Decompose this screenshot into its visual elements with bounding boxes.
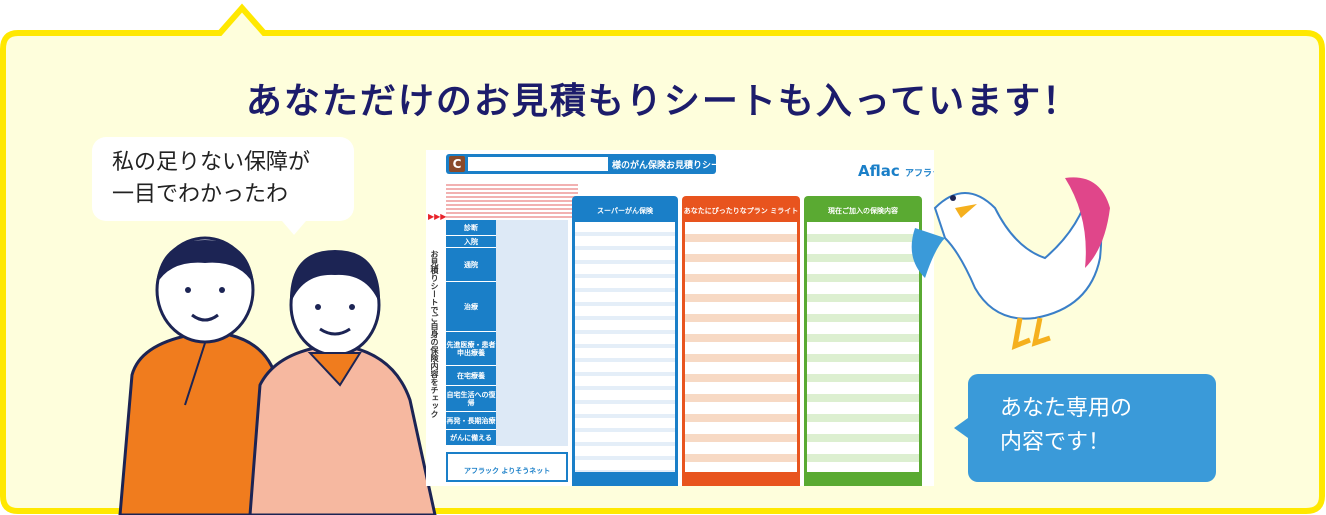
bubble-text: 一目でわかったわ [112,182,289,207]
row-label: 在宅療養 [446,366,496,386]
column-miraito: あなたにぴったりなプラン ミライト [682,196,800,486]
row-label: 先進医療・患者申出療養 [446,332,496,366]
quote-sheet-image: C 様のがん保険お見積りシート Aflac アフラック ▶▶▶ お見積りシートで… [426,150,934,486]
bubble-text: 内容です！ [1000,430,1111,455]
footer-brand: アフラック よりそうネット [446,452,568,482]
couple-illustration [118,236,437,515]
sheet-logo: C [449,156,465,172]
notice-text [446,182,578,220]
speech-bubble-woman: 私の足りない保障が 一目でわかったわ [92,137,354,235]
row-label: 自宅生活への復帰 [446,386,496,412]
column-current: 現在ご加入の保険内容 [804,196,922,486]
row-label: 通院 [446,248,496,282]
row-label: がんに備える [446,430,496,446]
aflac-logo: Aflac アフラック [858,162,934,180]
triangle-icon: ▶▶▶ [428,212,447,221]
aflac-duck-illustration [911,177,1110,350]
row-label: 再発・長期治療 [446,412,496,430]
page-title: あなただけのお見積もりシートも入っています！ [245,81,1081,122]
side-caption: お見積りシートでご自身の保険内容をチェック [430,250,439,418]
speech-bubble-duck: あなた専用の 内容です！ [954,374,1216,482]
row-labels: 診断 入院 通院 治療 先進医療・患者申出療養 在宅療養 自宅生活への復帰 再発… [446,220,568,446]
bubble-text: あなた専用の [1000,396,1133,421]
sheet-heading: 様のがん保険お見積りシート [612,161,730,171]
column-title: 現在ご加入の保険内容 [828,207,898,215]
sheet-header: C 様のがん保険お見積りシート [446,154,729,174]
row-label: 治療 [446,282,496,332]
row-label: 診断 [446,220,496,236]
row-label: 入院 [446,236,496,248]
woman-figure [248,250,437,515]
column-title: スーパーがん保険 [597,207,653,215]
bubble-text: 私の足りない保障が [112,150,311,175]
column-super-gan: スーパーがん保険 [572,196,678,486]
name-field [468,157,608,171]
column-title: あなたにぴったりなプラン ミライト [683,207,799,215]
